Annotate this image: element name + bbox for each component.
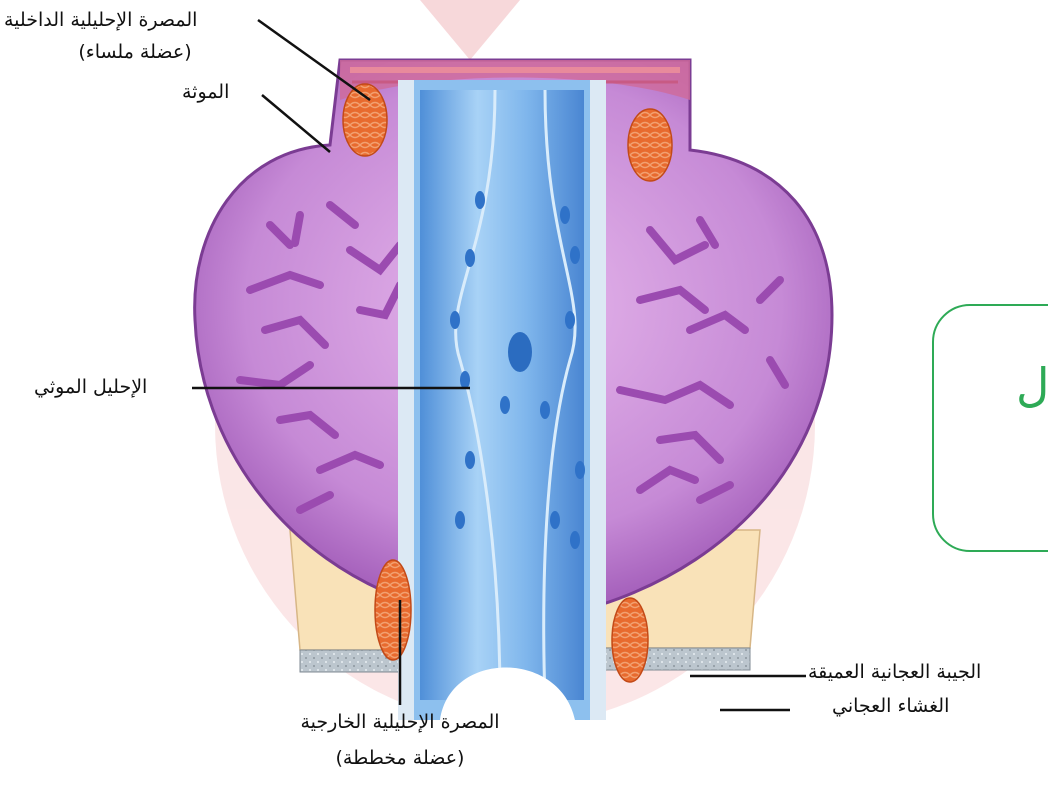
deep-perineal-pouch-label: الجيبة العجانية العميقة xyxy=(808,660,981,684)
internal-sphincter-label: المصرة الإحليلية الداخلية xyxy=(4,8,197,32)
internal-sphincter-sublabel: (عضلة ملساء) xyxy=(60,40,210,64)
side-text-box xyxy=(932,304,1048,552)
perineal-membrane-label: الغشاء العجاني xyxy=(832,694,949,718)
prostatic-urethra-label: الإحليل الموثي xyxy=(34,375,147,399)
side-box-text: ل xyxy=(1016,360,1048,410)
prostate-label: الموثة xyxy=(182,80,229,104)
external-sphincter-sublabel: (عضلة مخططة) xyxy=(250,746,550,770)
external-sphincter-label: المصرة الإحليلية الخارجية xyxy=(250,710,550,734)
